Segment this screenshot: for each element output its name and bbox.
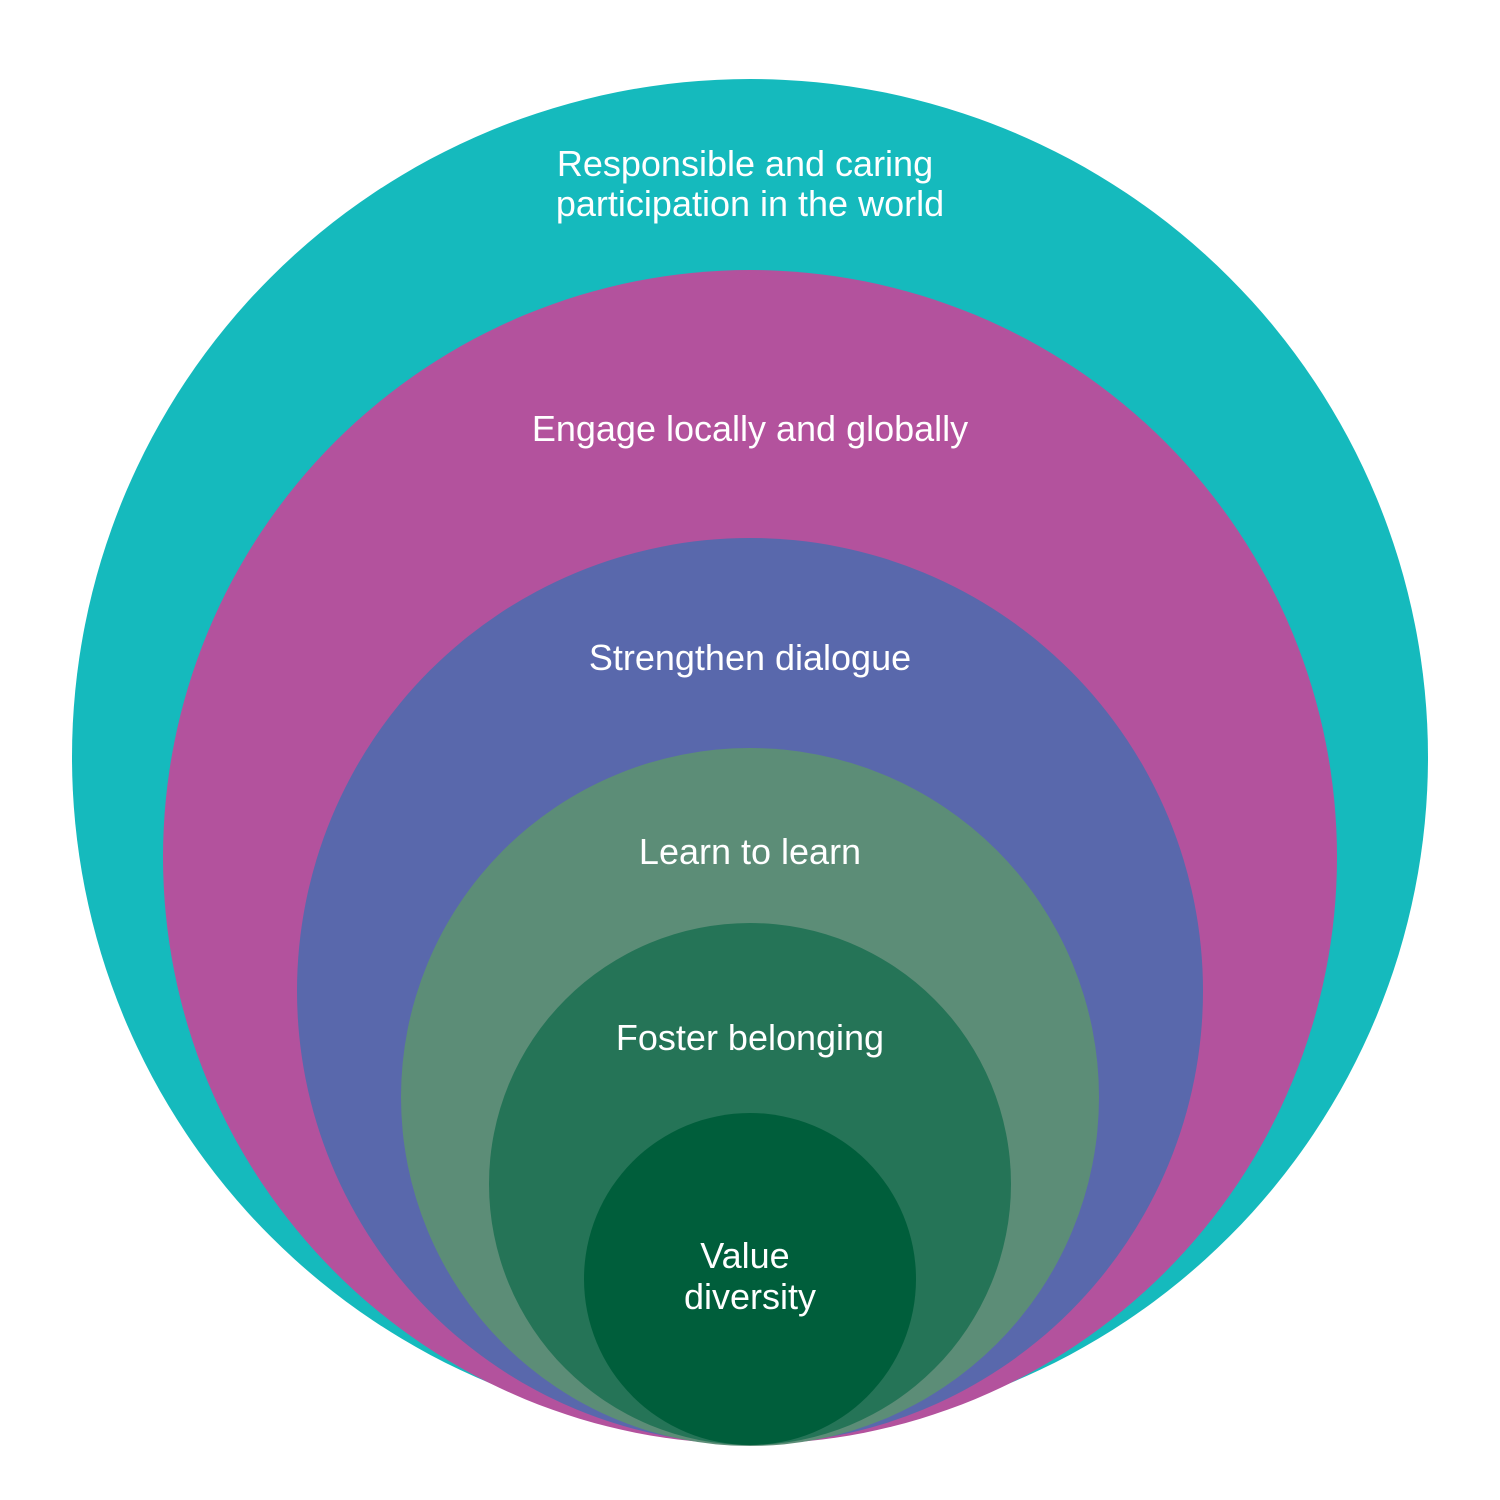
layer-1-label: Responsible and caring participation in … — [556, 143, 944, 224]
layer-1-label-line-1: Responsible and caring — [557, 143, 933, 184]
layer-4-label: Learn to learn — [639, 831, 861, 872]
layer-5-label: Foster belonging — [616, 1017, 884, 1058]
layer-6-label: Value diversity — [684, 1235, 816, 1317]
layer-6-label-line-1: Value — [700, 1235, 789, 1276]
layer-3-label: Strengthen dialogue — [589, 637, 911, 678]
layer-2-label: Engage locally and globally — [532, 408, 968, 449]
layer-1-label-line-2: participation in the world — [556, 183, 944, 224]
layer-6-label-line-2: diversity — [684, 1276, 816, 1317]
layer-6-value-diversity: Value diversity — [584, 1113, 916, 1445]
layer-6-circle — [584, 1113, 916, 1445]
